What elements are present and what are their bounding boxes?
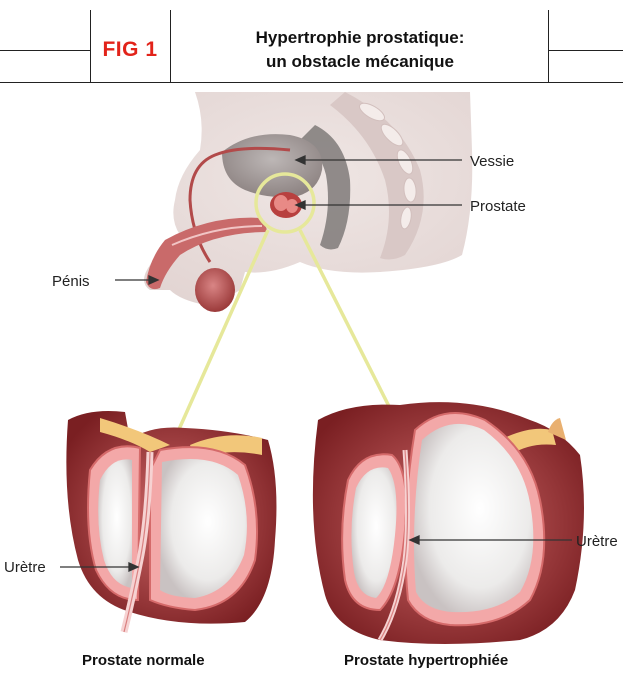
hypertrophied-prostate-illustration xyxy=(313,402,584,644)
label-vessie: Vessie xyxy=(470,153,514,170)
label-penis: Pénis xyxy=(52,273,90,290)
caption-normal-prostate: Prostate normale xyxy=(82,652,205,669)
label-uretre-left: Urètre xyxy=(4,559,46,576)
pelvis-illustration xyxy=(120,92,472,312)
label-uretre-right: Urètre xyxy=(576,533,618,550)
label-prostate: Prostate xyxy=(470,198,526,215)
normal-prostate-illustration xyxy=(66,411,276,632)
testis xyxy=(195,268,235,312)
caption-hypertrophied-prostate: Prostate hypertrophiée xyxy=(344,652,508,669)
